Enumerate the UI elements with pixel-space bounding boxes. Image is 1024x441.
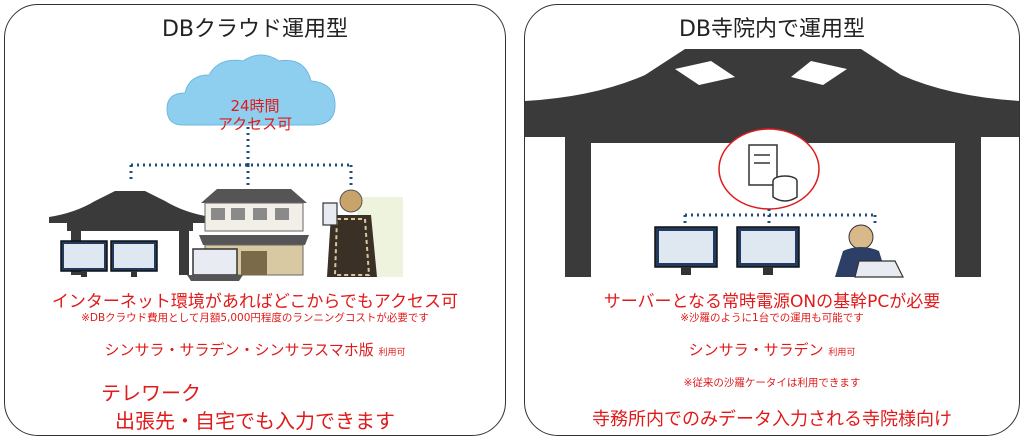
monitor-icon [60, 240, 108, 277]
telework-detail: 出張先・自宅でも入力できます [115, 409, 395, 433]
cloud-text-line2: アクセス可 [217, 115, 293, 133]
cloud-diagram [49, 54, 403, 281]
keitai-note: ※従来の沙羅ケータイは利用できます [683, 377, 861, 389]
network-connections [683, 209, 877, 227]
server-icon [718, 128, 820, 210]
cloud-operation-panel: DBクラウド運用型 [4, 4, 506, 436]
server-requirement: サーバーとなる常時電源ONの基幹PCが必要 [603, 292, 941, 312]
network-connections [129, 127, 353, 187]
laptop-icon [187, 248, 243, 281]
target-temples: 寺務所内でのみデータ入力される寺院様向け [592, 409, 952, 430]
telework-heading: テレワーク [101, 381, 201, 405]
on-premise-operation-panel: DB寺院内で運用型 [524, 4, 1020, 436]
cost-note: ※DBクラウド費用として月額5,000円程度のランニングコストが必要です [81, 312, 429, 324]
monitor-icon [654, 226, 718, 275]
access-description: インターネット環境があればどこからでもアクセス可 [51, 292, 459, 312]
apps-label: シンサラ・サラデン [688, 341, 824, 359]
monitor-icon [110, 240, 158, 277]
monk-with-tablet-icon [322, 189, 403, 277]
person-at-laptop-icon [835, 224, 904, 278]
server-note: ※沙羅のように1台での運用も可能です [680, 312, 864, 324]
on-premise-diagram [525, 49, 1019, 278]
cloud-text-line1: 24時間 [230, 97, 280, 115]
apps-suffix: 利用可 [378, 348, 406, 358]
monitor-icon [736, 226, 800, 275]
supported-apps: シンサラ・サラデン 利用可 [525, 339, 1019, 360]
supported-apps: シンサラ・サラデン・シンサラスマホ版 利用可 [5, 339, 505, 360]
cloud-icon [166, 54, 336, 126]
panel-title: DB寺院内で運用型 [678, 17, 866, 42]
apps-suffix: 利用可 [828, 348, 856, 358]
panel-title: DBクラウド運用型 [161, 17, 349, 42]
apps-label: シンサラ・サラデン・シンサラスマホ版 [104, 341, 374, 359]
